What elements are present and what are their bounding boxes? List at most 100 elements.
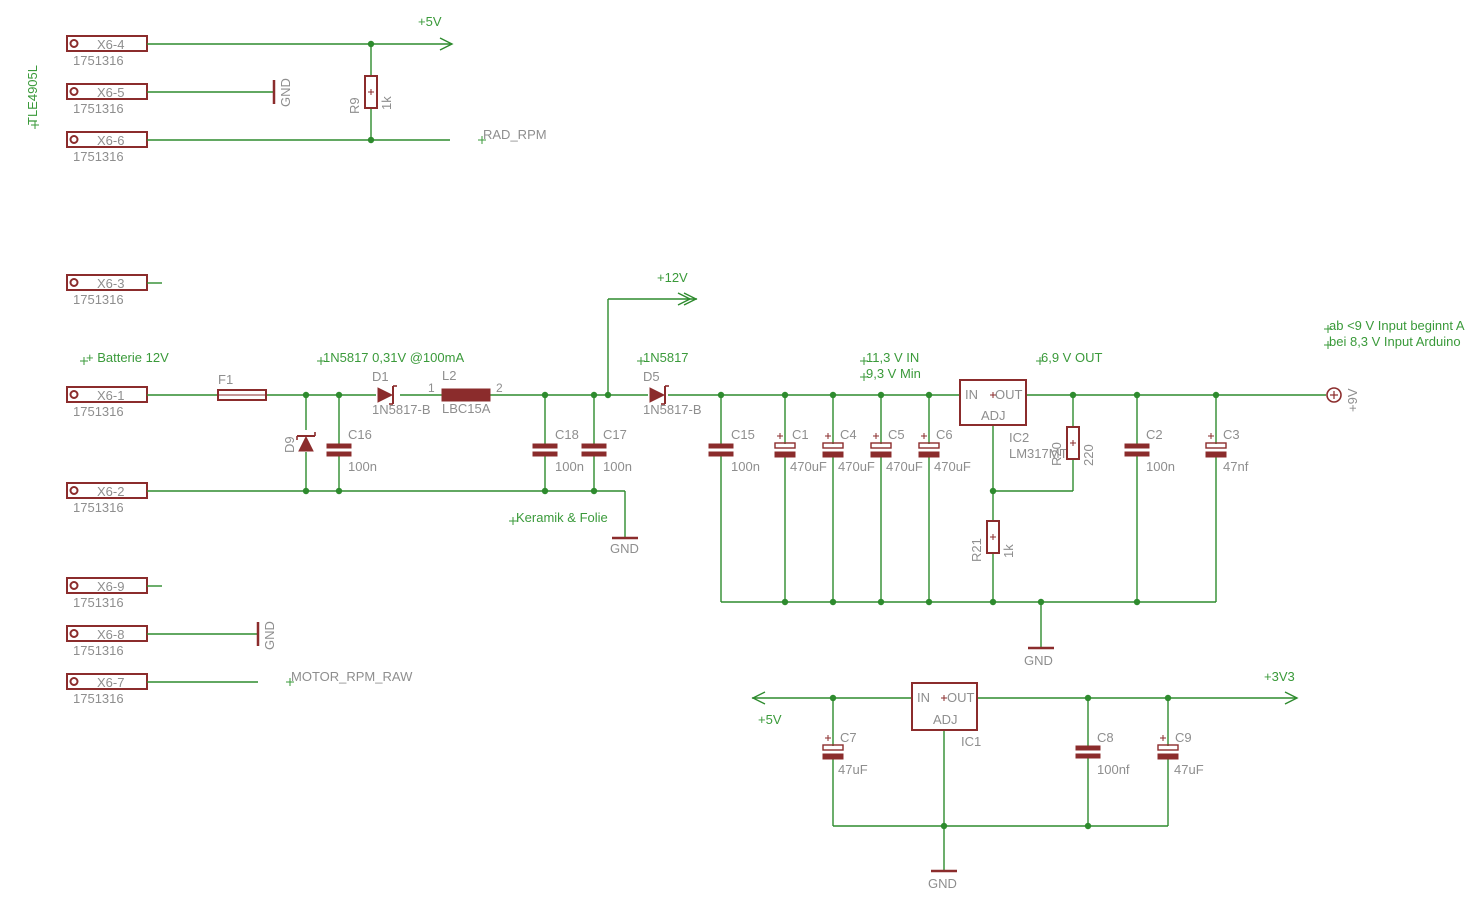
capacitor-c4[interactable]: C4 470uF [822, 427, 875, 474]
svg-text:R20: R20 [1049, 442, 1064, 466]
svg-text:1k: 1k [1001, 544, 1016, 558]
svg-text:470uF: 470uF [886, 459, 923, 474]
svg-text:R9: R9 [347, 97, 362, 114]
svg-text:C4: C4 [840, 427, 857, 442]
capacitor-c9[interactable]: C9 47uF [1157, 730, 1204, 777]
svg-text:IC2: IC2 [1009, 430, 1029, 445]
gnd-symbol-main-left: GND [610, 536, 639, 556]
capacitor-c6[interactable]: C6 470uF [918, 427, 971, 474]
connector-x6-9[interactable]: X6-9 1751316 [66, 577, 148, 610]
svg-text:OUT: OUT [995, 387, 1023, 402]
connector-x6-4[interactable]: X6-4 1751316 [66, 35, 148, 68]
resistor-r21[interactable]: R21 1k [969, 520, 1016, 562]
svg-text:47uF: 47uF [838, 762, 868, 777]
capacitor-c17[interactable]: C17 100n [581, 427, 632, 474]
diode-d5[interactable]: D5 1N5817-B [643, 369, 702, 417]
svg-text:100n: 100n [603, 459, 632, 474]
svg-text:100nf: 100nf [1097, 762, 1130, 777]
svg-text:+ Batterie 12V: + Batterie 12V [86, 350, 169, 365]
inductor-l2[interactable]: L2 1 2 LBC15A [428, 368, 503, 416]
resistor-r9[interactable]: R9 1k [347, 75, 394, 114]
svg-text:470uF: 470uF [934, 459, 971, 474]
connector-part: 1751316 [73, 500, 124, 515]
connector-part: 1751316 [73, 101, 124, 116]
svg-text:100n: 100n [731, 459, 760, 474]
svg-text:IN: IN [965, 387, 978, 402]
svg-text:C17: C17 [603, 427, 627, 442]
connector-x6-8[interactable]: X6-8 1751316 [66, 625, 148, 658]
capacitor-c1[interactable]: C1 470uF [774, 427, 827, 474]
output-9v-terminal[interactable]: +9V [1326, 387, 1360, 412]
svg-text:1N5817-B: 1N5817-B [643, 402, 702, 417]
svg-text:1N5817 0,31V @100mA: 1N5817 0,31V @100mA [323, 350, 464, 365]
capacitor-c8[interactable]: C8 100nf [1075, 730, 1130, 777]
regulator-ic2[interactable]: IN OUT ADJ IC2 LM317MT [959, 379, 1068, 461]
diode-d9[interactable]: D9 [282, 432, 316, 453]
connector-part: 1751316 [73, 53, 124, 68]
svg-text:C6: C6 [936, 427, 953, 442]
regulator-ic1[interactable]: IN OUT ADJ IC1 [911, 682, 981, 749]
capacitor-c3[interactable]: C3 47nf [1205, 427, 1249, 474]
connector-x6-3[interactable]: X6-3 1751316 [66, 274, 148, 307]
svg-text:GND: GND [262, 621, 277, 650]
svg-text:D5: D5 [643, 369, 660, 384]
diode-d1[interactable]: D1 1N5817-B [372, 369, 431, 417]
net-12v: +12V [657, 270, 688, 285]
note-d5: 1N5817 [637, 350, 689, 365]
top-wires [147, 37, 454, 144]
capacitor-c5[interactable]: C5 470uF [870, 427, 923, 474]
gnd-symbol-x6-5: GND [272, 78, 293, 107]
lower-left-wires [147, 585, 258, 683]
capacitor-c18[interactable]: C18 100n [532, 427, 584, 474]
fuse-f1[interactable]: F1 [217, 372, 267, 401]
connector-part: 1751316 [73, 292, 124, 307]
svg-text:47nf: 47nf [1223, 459, 1249, 474]
capacitor-c15[interactable]: C15 100n [708, 427, 760, 474]
connector-part: 1751316 [73, 149, 124, 164]
net-3v3: +3V3 [1264, 669, 1295, 684]
gnd-symbol-3v3: GND [928, 869, 957, 891]
resistor-r20[interactable]: R20 220 [1049, 426, 1096, 466]
svg-text:IC1: IC1 [961, 734, 981, 749]
connector-x6-7[interactable]: X6-7 1751316 [66, 673, 148, 706]
main-wires [147, 282, 1326, 648]
connector-label: X6-2 [97, 484, 124, 499]
svg-text:1k: 1k [379, 96, 394, 110]
capacitor-c16[interactable]: C16 100n [326, 427, 377, 474]
svg-text:GND: GND [278, 78, 293, 107]
svg-text:C7: C7 [840, 730, 857, 745]
svg-text:C18: C18 [555, 427, 579, 442]
svg-text:C9: C9 [1175, 730, 1192, 745]
svg-text:C2: C2 [1146, 427, 1163, 442]
svg-text:ADJ: ADJ [933, 712, 958, 727]
svg-text:ADJ: ADJ [981, 408, 1006, 423]
svg-text:LM317MT: LM317MT [1009, 446, 1068, 461]
connector-part: 1751316 [73, 595, 124, 610]
capacitor-c7[interactable]: C7 47uF [822, 730, 868, 777]
svg-text:11,3 V IN: 11,3 V IN [866, 350, 919, 365]
capacitor-c2[interactable]: C2 100n [1124, 427, 1175, 474]
note-d1: 1N5817 0,31V @100mA [317, 350, 464, 365]
connector-x6-5[interactable]: X6-5 1751316 [66, 83, 148, 116]
svg-text:F1: F1 [218, 372, 233, 387]
connector-x6-1[interactable]: X6-1 1751316 [66, 386, 148, 419]
svg-text:C3: C3 [1223, 427, 1240, 442]
note-in-voltage: 11,3 V IN 9,3 V Min [860, 350, 921, 381]
svg-text:6,9 V OUT: 6,9 V OUT [1041, 350, 1102, 365]
svg-text:+9V: +9V [1345, 388, 1360, 412]
svg-text:LBC15A: LBC15A [442, 401, 491, 416]
svg-text:TLE4905L: TLE4905L [25, 65, 40, 125]
connector-label: X6-4 [97, 37, 124, 52]
connector-part: 1751316 [73, 643, 124, 658]
svg-text:bei 8,3 V Input Arduino: bei 8,3 V Input Arduino [1329, 334, 1461, 349]
connector-x6-2[interactable]: X6-2 1751316 [66, 482, 148, 515]
connector-x6-6[interactable]: X6-6 1751316 [66, 131, 148, 164]
svg-text:47uF: 47uF [1174, 762, 1204, 777]
net-5v-bottom: +5V [758, 712, 782, 727]
svg-text:1: 1 [428, 381, 435, 395]
svg-text:100n: 100n [1146, 459, 1175, 474]
connector-label: X6-5 [97, 85, 124, 100]
net-5v-top: +5V [418, 14, 442, 29]
note-arduino: ab <9 V Input beginnt A bei 8,3 V Input … [1324, 318, 1465, 349]
